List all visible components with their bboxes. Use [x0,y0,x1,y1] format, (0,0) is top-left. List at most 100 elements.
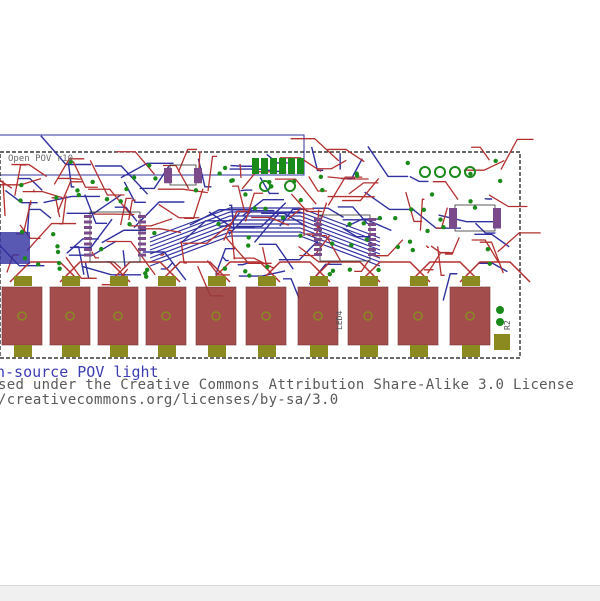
bottom-trace [368,146,408,176]
via [347,222,351,226]
ic-pin [138,248,146,251]
led-lead-pad [310,345,328,357]
via [247,235,251,239]
top-trace [406,192,422,221]
header-pin [270,158,277,174]
ic-pin [138,254,146,257]
via [51,232,55,236]
top-trace [129,200,136,220]
ic-pin [164,180,172,183]
via [36,262,40,266]
bottom-trace [95,166,148,194]
via [486,247,490,251]
top-trace [0,176,12,188]
ic-pin [368,248,376,251]
led-lead-pad [462,276,480,286]
ic-pin [138,243,146,246]
ic-pin [314,223,322,226]
led-lead-pad [14,276,32,286]
silk-led4: LED4 [335,311,344,330]
top-trace [471,147,489,160]
via [223,266,227,270]
ic-pin [314,243,322,246]
via [365,237,369,241]
led-pad [398,287,438,345]
via [23,256,27,260]
through-hole [285,181,295,191]
via [99,247,103,251]
ic-pin [368,228,376,231]
via [55,244,59,248]
top-trace [140,229,181,233]
edge-pad [494,334,510,350]
ic-pin [368,233,376,236]
via [320,188,324,192]
led-pad [348,287,388,345]
via [243,269,247,273]
via [298,234,302,238]
via [152,231,156,235]
top-trace [431,246,450,253]
ic-pin [368,218,376,221]
top-trace [317,160,347,168]
board-name-label: Open POV r10 [8,154,73,164]
via [217,171,221,175]
ic-pin [84,248,92,251]
via [281,215,285,219]
ic-pin [138,215,146,218]
ic-outline [90,212,140,262]
through-hole [420,167,430,177]
horizontal-scrollbar[interactable] [0,585,600,601]
via [75,188,79,192]
led-lead-pad [258,276,276,286]
ic-pin [314,248,322,251]
top-trace [27,224,76,251]
via [473,205,477,209]
via [493,159,497,163]
top-trace [328,177,362,205]
ic-pin [314,218,322,221]
ic-pin [84,243,92,246]
via [77,193,81,197]
silk-r2: R2 [503,320,512,330]
ic-pin [314,228,322,231]
via [498,179,502,183]
header-pin [261,158,268,174]
led-pad-array [2,276,510,357]
via [349,243,353,247]
ic-pin [449,226,457,229]
ic-pin [138,232,146,235]
via [246,243,250,247]
license-url: /creativecommons.org/licenses/by-sa/3.0 [0,392,338,408]
via [223,166,227,170]
ic-pin [138,226,146,229]
via [331,269,335,273]
bottom-trace [475,223,495,233]
via [488,262,492,266]
via [216,222,220,226]
led-pad [50,287,90,345]
led-lead-pad [110,276,128,286]
led-pad [450,287,490,345]
bottom-trace [85,262,92,278]
via [57,266,61,270]
led-pad [298,287,338,345]
ic-pin [368,223,376,226]
top-trace [426,245,429,247]
header-pin [252,158,259,174]
led-pad [146,287,186,345]
via [56,250,60,254]
via [119,199,123,203]
via [376,268,380,272]
via [396,245,400,249]
via [408,240,412,244]
top-trace [303,208,304,236]
led-lead-pad [62,345,80,357]
top-trace [208,156,217,191]
via [468,172,472,176]
led-lead-pad [410,345,428,357]
ic-pin [84,221,92,224]
bottom-trace [124,182,145,202]
ic-pin [194,180,202,183]
ic-pin [84,232,92,235]
